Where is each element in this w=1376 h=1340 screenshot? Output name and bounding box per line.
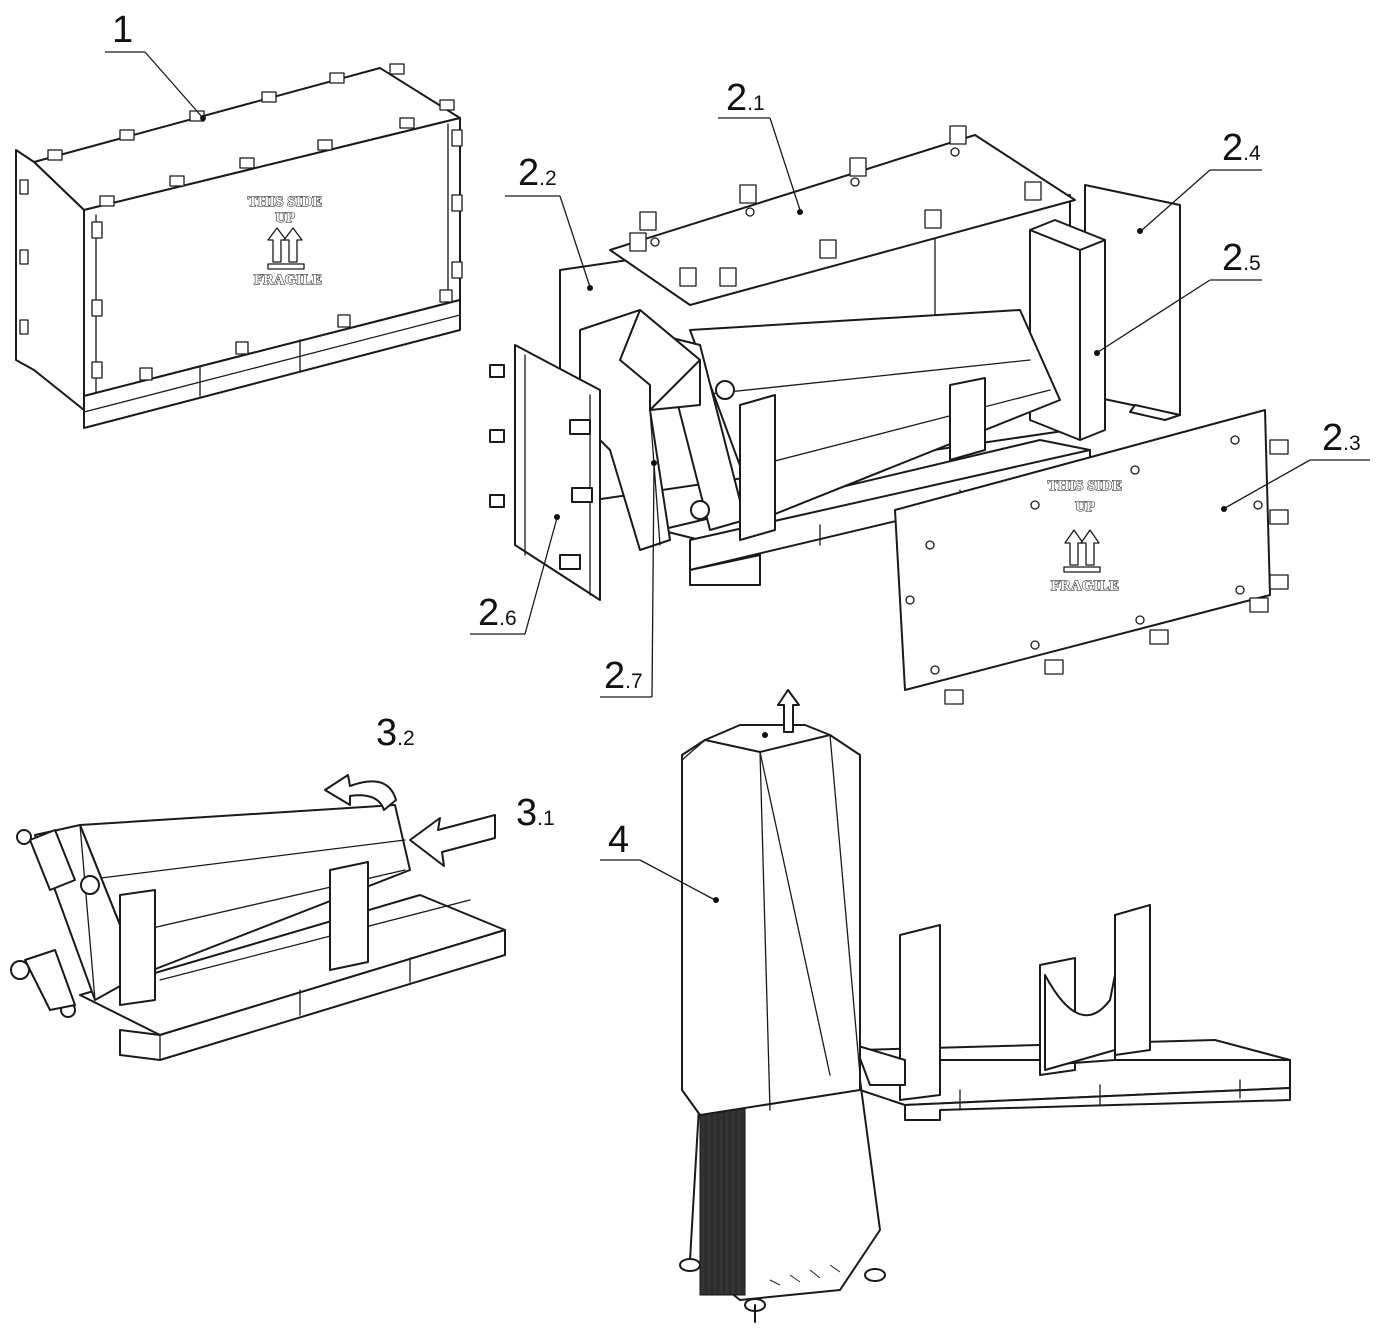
callout-2-2: 2.2	[505, 152, 593, 291]
callout-1: 1	[105, 9, 206, 121]
svg-text:2.4: 2.4	[1222, 127, 1261, 169]
closed-crate: THIS SIDE UP FRAGILE	[15, 63, 463, 429]
marking-line3: FRAGILE	[254, 272, 322, 288]
callout-4: 4	[600, 819, 719, 903]
svg-text:2.2: 2.2	[518, 152, 557, 194]
panel-marking-line1: THIS SIDE	[1048, 478, 1123, 494]
callout-3-2: 3.2	[376, 712, 415, 754]
marking-line1: THIS SIDE	[248, 194, 323, 210]
lid-panel-2-1	[609, 125, 1076, 306]
crate-marking: THIS SIDE UP FRAGILE	[247, 194, 323, 289]
panel-marking-line2: UP	[1075, 499, 1095, 515]
exploded-crate: THIS SIDE UP FRAGILE	[489, 125, 1289, 705]
callout-2-4: 2.4	[1137, 127, 1262, 234]
svg-text:2.7: 2.7	[604, 655, 643, 697]
svg-text:2.3: 2.3	[1322, 417, 1361, 459]
this-side-up-arrows-icon	[267, 227, 305, 270]
panel-marking-line3: FRAGILE	[1051, 578, 1119, 594]
callouts: 1 2.1 2.2 2.4 2.5	[105, 9, 1370, 903]
front-panel-2-3: THIS SIDE UP FRAGILE	[894, 409, 1289, 705]
rotate-arrow-icon	[324, 774, 397, 811]
svg-text:3.2: 3.2	[376, 712, 415, 754]
speaker-upright	[679, 689, 1291, 1323]
callout-2-6: 2.6	[470, 514, 560, 635]
cooling-fins	[699, 1094, 746, 1296]
end-panel-2-6	[489, 344, 601, 601]
foam-support-2-7	[579, 309, 701, 551]
this-side-up-arrows-icon	[1063, 529, 1101, 573]
marking-line2: UP	[275, 210, 295, 226]
svg-text:3.1: 3.1	[516, 792, 555, 834]
callout-2-1: 2.1	[718, 77, 803, 215]
svg-text:2.6: 2.6	[478, 592, 517, 634]
upright-speaker-4	[679, 689, 886, 1323]
callout-3-1: 3.1	[516, 792, 555, 834]
svg-text:4: 4	[608, 819, 629, 861]
callout-2-3: 2.3	[1221, 417, 1370, 512]
speaker-on-pallet	[10, 774, 506, 1061]
svg-text:2.1: 2.1	[726, 77, 765, 119]
callout-2-5: 2.5	[1094, 237, 1262, 356]
svg-text:1: 1	[112, 9, 133, 51]
empty-pallet	[854, 904, 1291, 1121]
push-arrow-icon	[409, 814, 496, 867]
lift-up-arrow-icon	[777, 689, 800, 733]
svg-text:2.5: 2.5	[1222, 237, 1261, 279]
callout-2-7: 2.7	[600, 460, 657, 698]
